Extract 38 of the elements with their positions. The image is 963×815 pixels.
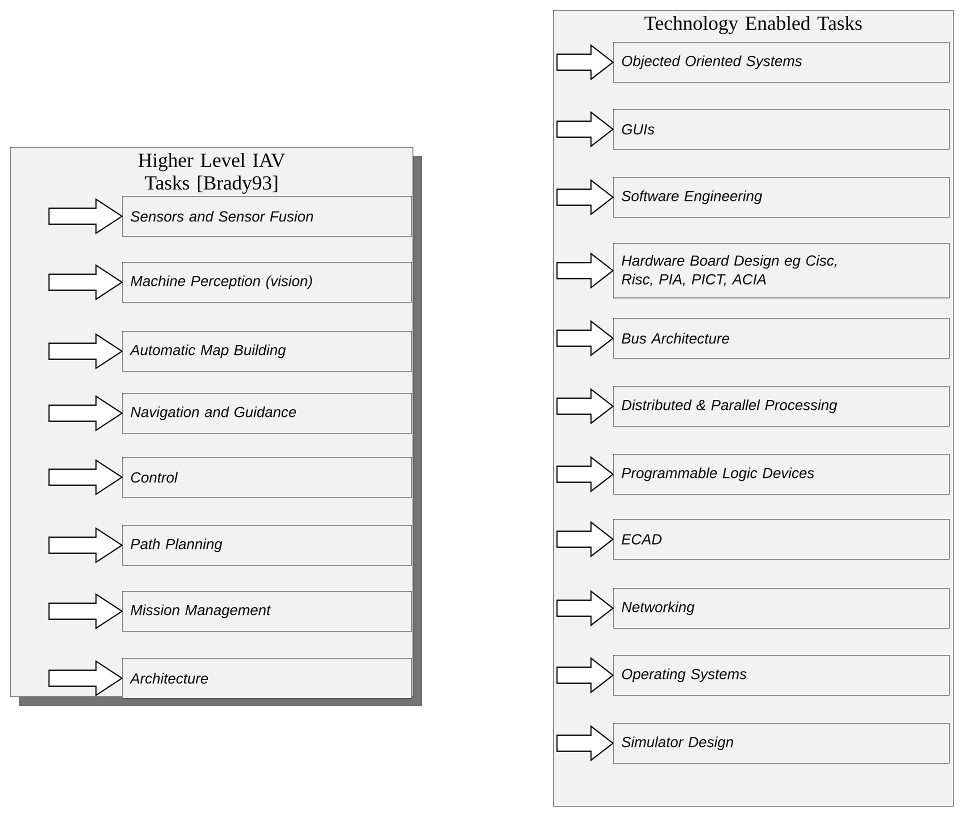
block-arrow (556, 521, 614, 558)
task-box: Automatic Map Building (122, 331, 412, 372)
block-arrow (48, 593, 124, 630)
block-arrow (48, 459, 124, 496)
block-arrow (556, 388, 614, 424)
block-arrow (556, 179, 614, 216)
block-arrow (48, 264, 124, 300)
task-box: Programmable Logic Devices (613, 454, 950, 495)
block-arrow (556, 456, 614, 492)
task-box: Operating Systems (613, 655, 950, 696)
block-arrow (556, 320, 614, 356)
block-arrow (556, 725, 614, 762)
task-box: Control (122, 457, 412, 498)
block-arrow (556, 590, 614, 626)
block-arrow (48, 527, 124, 564)
task-box: Bus Architecture (613, 318, 950, 359)
block-arrow (48, 333, 124, 370)
block-arrow (48, 395, 124, 432)
task-box: Machine Perception (vision) (122, 262, 412, 303)
task-box: ECAD (613, 519, 950, 560)
block-arrow (556, 657, 614, 694)
task-box: Simulator Design (613, 723, 950, 764)
task-box: Architecture (122, 658, 412, 699)
block-arrow (48, 660, 124, 696)
block-arrow (48, 198, 124, 234)
task-box: GUIs (613, 109, 950, 150)
task-box: Path Planning (122, 525, 412, 566)
task-box: Objected Oriented Systems (613, 42, 950, 83)
task-box: Hardware Board Design eg Cisc, Risc, PIA, PICT, ACIA (613, 243, 950, 298)
task-box: Distributed & Parallel Processing (613, 386, 950, 427)
task-box: Mission Management (122, 591, 412, 632)
block-arrow (556, 111, 614, 148)
task-box: Sensors and Sensor Fusion (122, 196, 412, 237)
block-arrow (556, 44, 614, 80)
block-arrow (556, 252, 614, 289)
task-box: Networking (613, 588, 950, 629)
task-box: Software Engineering (613, 177, 950, 218)
task-box: Navigation and Guidance (122, 393, 412, 434)
